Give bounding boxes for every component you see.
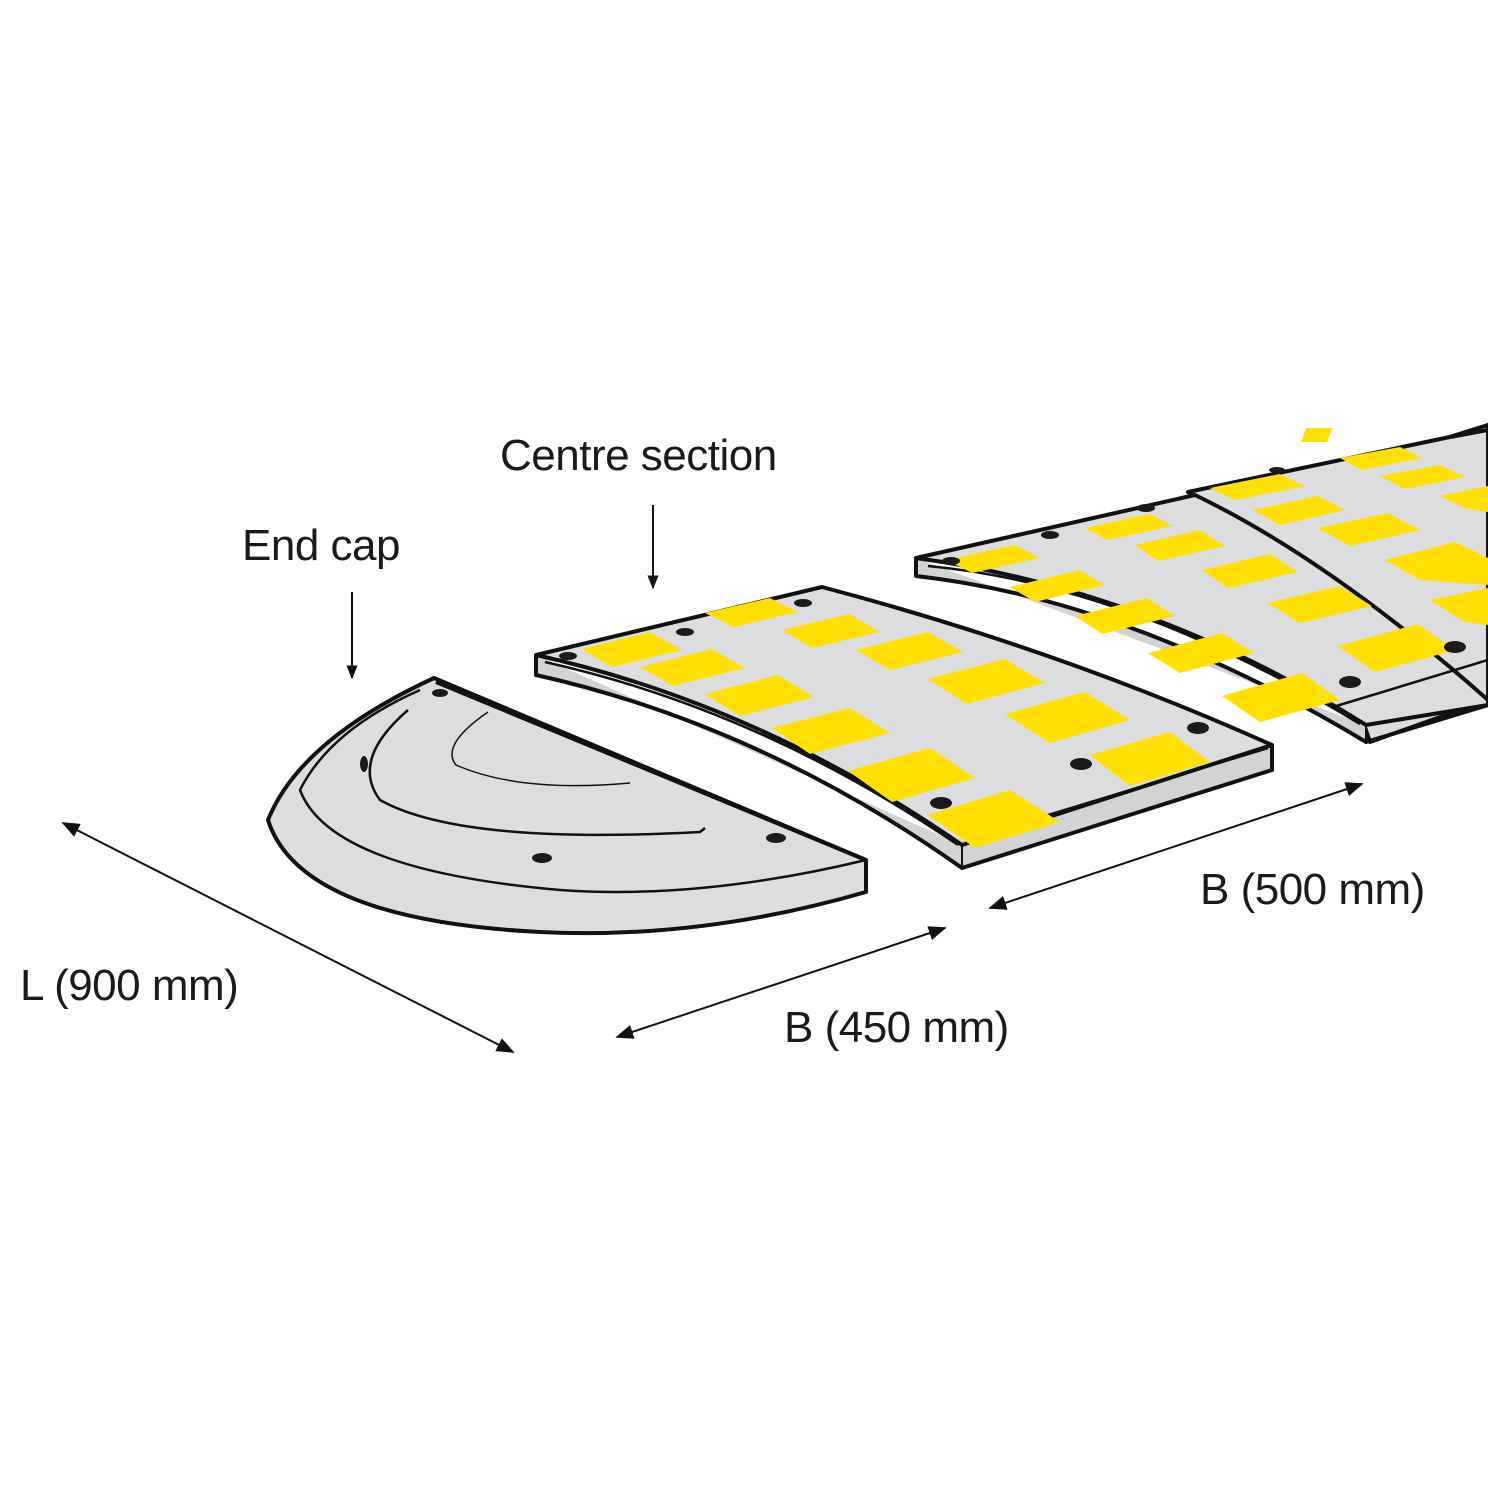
length-label: L (900 mm) [20,961,239,1010]
bolt-holes [942,467,1466,688]
end-cap-width-label: B (450 mm) [784,1003,1009,1052]
centre-width-label: B (500 mm) [1200,865,1425,914]
reflector-group [946,447,1488,722]
centre-section-second [914,447,1488,744]
centre-section-first [534,585,1274,870]
bolt-holes [360,689,786,863]
centre-width-dimension-arrow [988,782,1364,910]
centre-section-label: Centre section [500,431,777,480]
end-cap-width-dimension-arrow [615,926,947,1039]
length-dimension-arrow [61,822,515,1053]
bolt-holes [559,599,1209,809]
end-cap-label: End cap [242,521,400,570]
